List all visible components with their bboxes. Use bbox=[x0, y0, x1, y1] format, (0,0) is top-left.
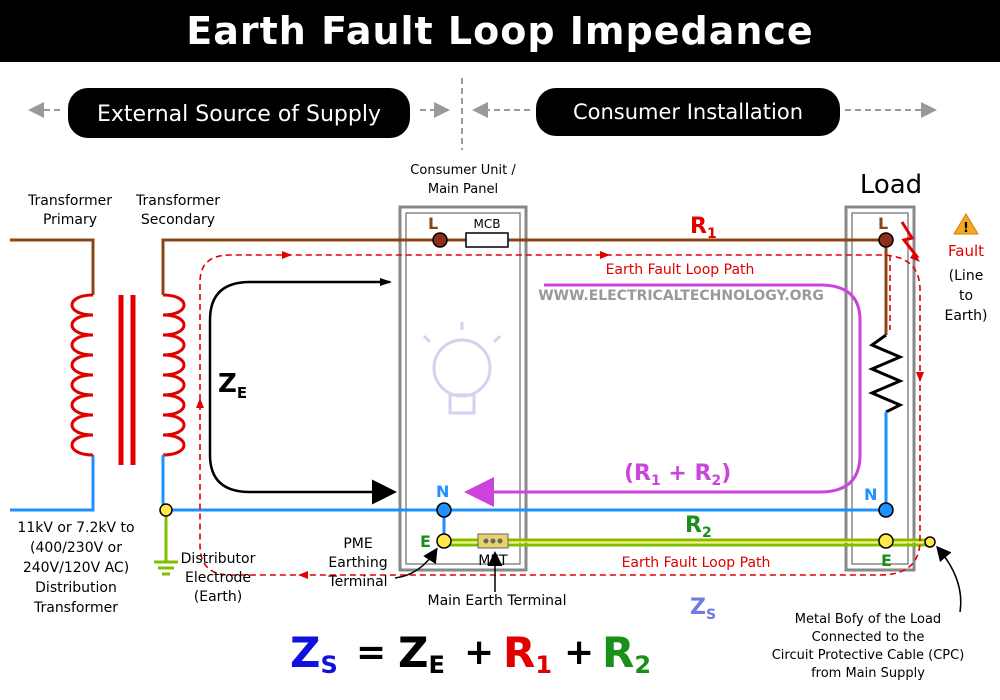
transformer-secondary bbox=[161, 238, 440, 510]
voltage-label-1: 11kV or 7.2kV to bbox=[17, 520, 134, 536]
voltage-label-5: Transformer bbox=[33, 600, 118, 616]
terminals bbox=[432, 232, 936, 549]
ze-loop-arrow bbox=[208, 278, 397, 505]
transformer-primary-label-1: Transformer bbox=[27, 193, 112, 209]
transformer-secondary-label-1: Transformer bbox=[135, 193, 220, 209]
metal-body-label-3: Circuit Protective Cable (CPC) bbox=[772, 648, 965, 663]
cpc-terminal bbox=[924, 536, 936, 548]
r1r2-loop-arrow bbox=[464, 283, 862, 507]
zs-label: ZS bbox=[690, 595, 716, 623]
fault-desc-3: Earth) bbox=[944, 308, 987, 324]
consumer-unit-label-1: Consumer Unit / bbox=[410, 163, 516, 178]
pme-label-3: Terminal bbox=[327, 574, 387, 590]
met-label: MET bbox=[478, 553, 508, 569]
cu-neutral-label: N bbox=[436, 482, 449, 501]
r1-label: R1 bbox=[690, 214, 717, 242]
bulb-watermark-icon bbox=[422, 322, 502, 415]
metal-body-label-4: from Main Supply bbox=[811, 666, 925, 681]
section-consumer-label: Consumer Installation bbox=[573, 100, 803, 124]
distributor-electrode bbox=[154, 503, 178, 576]
distributor-label-1: Distributor bbox=[181, 551, 256, 567]
warning-icon: ! bbox=[953, 213, 979, 236]
load-line-label: L bbox=[878, 214, 888, 233]
mcb-breaker: MCB bbox=[465, 217, 509, 248]
earth-fault-loop-path bbox=[196, 251, 924, 579]
section-arrows bbox=[28, 78, 937, 150]
r2-label: R2 bbox=[685, 513, 712, 541]
load-neutral-label: N bbox=[864, 485, 877, 504]
load-line-terminal bbox=[878, 232, 894, 248]
ze-label: ZE bbox=[218, 369, 247, 402]
load-earth-terminal bbox=[878, 533, 894, 549]
consumer-unit-label-2: Main Panel bbox=[428, 182, 498, 197]
loop-path-bottom-label: Earth Fault Loop Path bbox=[622, 555, 771, 571]
cu-neutral-terminal bbox=[436, 502, 452, 518]
pme-label-1: PME bbox=[343, 536, 372, 552]
formula-zs: ZS bbox=[290, 628, 338, 679]
fault-bolt-icon bbox=[900, 221, 920, 262]
svg-text:!: ! bbox=[963, 221, 969, 236]
fault-label: Fault bbox=[948, 242, 984, 260]
transformer-secondary-label-2: Secondary bbox=[141, 212, 215, 228]
load-neutral-terminal bbox=[878, 502, 894, 518]
website-watermark: WWW.ELECTRICALTECHNOLOGY.ORG bbox=[538, 288, 824, 304]
section-external-label: External Source of Supply bbox=[97, 102, 381, 127]
page-title: Earth Fault Loop Impedance bbox=[0, 0, 1000, 62]
main-earth-terminal-label: Main Earth Terminal bbox=[427, 593, 566, 609]
load-label: Load bbox=[860, 170, 922, 200]
section-external-pill: External Source of Supply bbox=[68, 88, 410, 138]
cu-line-terminal bbox=[432, 232, 448, 248]
formula-ze: ZE bbox=[398, 628, 445, 679]
cu-earth-terminal bbox=[436, 533, 452, 549]
annotation-pointers bbox=[394, 545, 962, 613]
transformer-core bbox=[118, 295, 136, 465]
voltage-label-2: (400/230V or bbox=[30, 540, 122, 556]
distributor-label-3: (Earth) bbox=[194, 589, 242, 605]
formula-plus-1: + bbox=[464, 632, 494, 673]
voltage-label-4: Distribution bbox=[35, 580, 117, 596]
distributor-label-2: Electrode bbox=[185, 570, 251, 586]
formula: ZS = ZE + R1 + R2 bbox=[290, 628, 651, 679]
earth-conductor bbox=[444, 538, 930, 547]
metal-body-label-1: Metal Bofy of the Load bbox=[795, 612, 941, 627]
metal-body-label-2: Connected to the bbox=[812, 630, 925, 645]
load-resistor bbox=[868, 333, 904, 510]
voltage-label-3: 240V/120V AC) bbox=[23, 560, 129, 576]
pme-label-2: Earthing bbox=[328, 555, 387, 571]
line-conductor bbox=[440, 238, 888, 335]
load-earth-label: E bbox=[881, 551, 892, 570]
text-labels: Transformer Primary Transformer Secondar… bbox=[17, 163, 987, 681]
fault-desc-1: (Line bbox=[949, 268, 984, 284]
fault-desc-2: to bbox=[959, 288, 973, 304]
formula-equals: = bbox=[356, 632, 386, 673]
transformer-primary-label-2: Primary bbox=[43, 212, 97, 228]
cu-line-label: L bbox=[428, 214, 438, 233]
cu-earth-label: E bbox=[420, 532, 431, 551]
mcb-label: MCB bbox=[474, 217, 501, 231]
consumer-unit-box bbox=[398, 205, 528, 572]
formula-r2: R2 bbox=[602, 628, 651, 679]
loop-path-top-label: Earth Fault Loop Path bbox=[606, 262, 755, 278]
r1r2-label: (R1 + R2) bbox=[624, 461, 731, 489]
main-earth-terminal-bar bbox=[477, 533, 509, 549]
formula-plus-2: + bbox=[564, 632, 594, 673]
formula-r1: R1 bbox=[503, 628, 552, 679]
transformer-primary bbox=[10, 238, 95, 512]
section-consumer-pill: Consumer Installation bbox=[536, 88, 840, 136]
